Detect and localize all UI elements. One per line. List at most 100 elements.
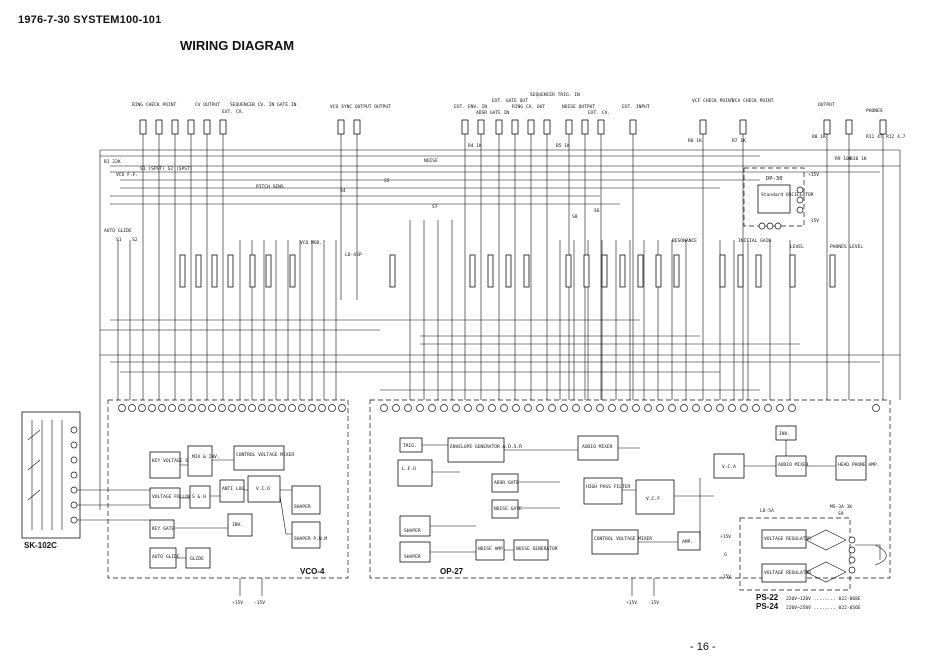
resistor-labels: R1 22K R6 1K R7 1K R8 1K R9 10K R10 1K R… bbox=[104, 134, 906, 165]
keyboard-label: SK-102C bbox=[24, 541, 57, 550]
cv-output-label: CV OUTPUT bbox=[195, 102, 220, 108]
power-labels: +15V -15V +15V -15V +15V -15V bbox=[232, 172, 819, 606]
ps-plus15-label: +15V bbox=[720, 534, 731, 540]
op27-board: TRIG. ENVELOPE GENERATOR A.D.S.R ADSR GA… bbox=[369, 399, 891, 579]
ext-gate-label: EXT. GATE OUT bbox=[492, 98, 528, 104]
high-pass-box bbox=[583, 477, 623, 505]
ext-input-label: EXT. INPUT bbox=[622, 104, 650, 110]
regulator-plus-box bbox=[761, 529, 807, 549]
vco-box bbox=[247, 475, 281, 503]
s1-label: S1 bbox=[116, 237, 122, 243]
ext-cv-label: EXT. CV. bbox=[222, 109, 244, 115]
op27-label: OP-27 bbox=[440, 567, 464, 576]
phones-label: PHONES bbox=[866, 108, 883, 114]
pitch-sens-label: PITCH SENS bbox=[256, 184, 284, 190]
inv-box bbox=[227, 513, 253, 537]
envelope-box bbox=[447, 437, 505, 463]
resistor-r11-label: R11 47 bbox=[866, 134, 883, 140]
sh-label: S & H bbox=[192, 494, 206, 500]
shaper-pwm-label: SHAPER P.W.M bbox=[294, 536, 327, 542]
audio-mixer-box bbox=[577, 435, 619, 461]
key-voltage-label: KEY VOLTAGE SUPPLY bbox=[152, 458, 202, 464]
envelope-label: ENVELOPE GENERATOR A.D.S.R bbox=[450, 444, 522, 450]
resistor-r6-label: R6 1K bbox=[688, 138, 702, 144]
s5-label: S5 bbox=[384, 178, 390, 184]
label-s1-s2: S1 (SPST) S2 (SPST) bbox=[140, 166, 193, 172]
dp30-label: DP-30 bbox=[766, 176, 783, 182]
initial-gain-label: INITIAL GAIN bbox=[738, 238, 771, 244]
lfo-box bbox=[397, 459, 433, 487]
resistor-r10-label: R10 1K bbox=[850, 156, 867, 162]
anti-log-box bbox=[219, 479, 245, 503]
key-voltage-box bbox=[149, 451, 181, 479]
ps24-label: PS-24 bbox=[756, 602, 779, 611]
auto-glide-label: AUTO GLIDE bbox=[104, 228, 132, 234]
bus-wires bbox=[99, 149, 901, 510]
amp-label: AMP. bbox=[682, 539, 693, 545]
power-supply: VOLTAGE REGULATOR VOLTAGE REGULATOR +15V… bbox=[720, 504, 887, 611]
ext-cv2-label: EXT. CV. bbox=[588, 110, 610, 116]
s4-label: S4 bbox=[340, 188, 346, 194]
ps24-spec: 220V~250V ........ 022-056E bbox=[786, 605, 861, 611]
resistor-r9-label: R9 10K bbox=[835, 156, 852, 162]
mix-inv-box bbox=[187, 445, 213, 477]
s2-label: S2 bbox=[132, 237, 138, 243]
top-jack-row: RING CHECK POINT CV OUTPUT SEQUENCER CV.… bbox=[132, 92, 887, 135]
shaper-pwm-box bbox=[291, 521, 321, 549]
auto-glide-box-label: AUTO GLIDE bbox=[152, 554, 180, 560]
audio-mixer2-label: AUDIO MIXER bbox=[778, 462, 809, 468]
sequencer-cv-label: SEQUENCER CV. IN GATE IN bbox=[230, 102, 297, 108]
dp-minus15-label: -15V bbox=[808, 218, 819, 224]
dp-plus15-label: +15V bbox=[808, 172, 819, 178]
pot-column bbox=[179, 254, 836, 288]
mix-inv-label: MIX & INV. bbox=[192, 454, 220, 460]
vco-connector-row bbox=[118, 404, 346, 412]
trig-label: TRIG. bbox=[403, 443, 417, 449]
head-phone-amp-label: HEAD PHONE AMP. bbox=[838, 462, 880, 468]
resistor-r8-label: R8 1K bbox=[812, 134, 826, 140]
s8-label: S8 bbox=[572, 214, 578, 220]
sequencer-trig-label: SEQUENCER TRIG. IN bbox=[530, 92, 580, 98]
resonance-label: RESONANCE bbox=[672, 238, 697, 244]
op-plus15-label: +15V bbox=[626, 600, 637, 606]
shaper1-label: SHAPER bbox=[404, 528, 421, 534]
cv-mixer-label: CONTROL VOLTAGE MIXER bbox=[236, 452, 294, 458]
s9-label: S9 bbox=[838, 511, 844, 517]
resistor-r4-label: R4 1K bbox=[468, 143, 482, 149]
adsr-gate-box-label: ADSR GATE bbox=[494, 480, 519, 486]
jack bbox=[139, 119, 887, 135]
ld-label: LD-5A bbox=[760, 508, 774, 514]
ps-minus15-label: -15V bbox=[720, 574, 731, 580]
noise-amp-label: NOISE AMP. bbox=[478, 546, 506, 552]
oscillator-label: Standard OSCILLATOR bbox=[761, 192, 814, 198]
vcf-label: V.C.F bbox=[646, 496, 660, 502]
vco4-board: KEY VOLTAGE SUPPLY MIX & INV. CONTROL VO… bbox=[107, 399, 349, 579]
regulator-minus-label: VOLTAGE REGULATOR bbox=[764, 570, 811, 576]
ext-env-label: EXT. ENV. IN bbox=[454, 104, 487, 110]
noise-output-label: NOISE OUTPUT bbox=[562, 104, 595, 110]
voltage-follower-label: VOLTAGE FOLLOWER bbox=[152, 494, 196, 500]
adsr-gate-label: ADSR GATE IN bbox=[476, 110, 509, 116]
noise-gate-box bbox=[491, 499, 519, 519]
control-labels: S1 (SPST) S2 (SPST) AUTO GLIDE S1 S2 PIT… bbox=[104, 158, 863, 258]
op-connector-row bbox=[380, 404, 880, 412]
vco-minus15-label: -15V bbox=[254, 600, 265, 606]
lfo-label: L.F.O bbox=[402, 466, 416, 472]
ps22-spec: 220V~120V ........ 022-068E bbox=[786, 596, 861, 602]
adsr-gate-box bbox=[491, 473, 519, 493]
noise-label: NOISE bbox=[424, 158, 438, 164]
key-gate-label: KEY GATE bbox=[152, 526, 174, 532]
keyboard-sk102c: SK-102C bbox=[21, 411, 150, 550]
dp30-module: DP-30 Standard OSCILLATOR bbox=[743, 167, 814, 230]
resistor-r7-label: R7 1K bbox=[732, 138, 746, 144]
resistor-r1-label: R1 22K bbox=[104, 159, 121, 165]
resistor-r12-label: R12 4.7 bbox=[886, 134, 906, 140]
high-pass-label: HIGH PASS FILTER bbox=[586, 484, 630, 490]
head-phone-amp-box bbox=[835, 455, 867, 481]
audio-mixer-label: AUDIO MIXER bbox=[582, 444, 613, 450]
vco-mod-label: VCO MOD. bbox=[300, 240, 322, 246]
ring-check-label: RING CHECK POINT bbox=[132, 102, 176, 108]
ring-cv-label: RING CV. OUT bbox=[512, 104, 545, 110]
inv-label: INV. bbox=[232, 522, 243, 528]
vcf-box bbox=[635, 479, 675, 515]
